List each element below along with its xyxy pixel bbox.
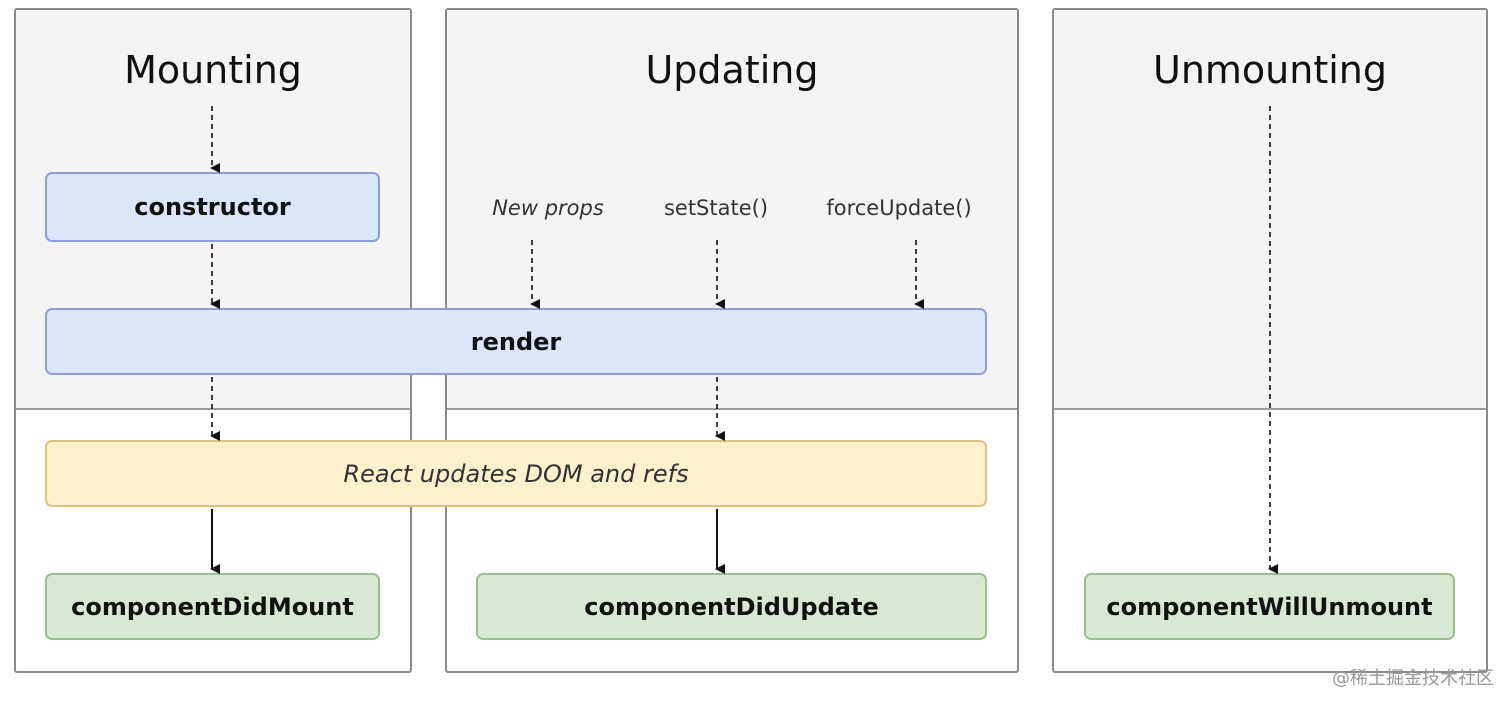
updating-title: Updating (645, 48, 819, 92)
watermark: @稀土掘金技术社区 (1332, 668, 1494, 689)
new-props-trigger: New props (492, 196, 604, 220)
constructor-box: constructor (45, 172, 380, 242)
component-did-update-box: componentDidUpdate (476, 573, 987, 640)
dom-update-box: React updates DOM and refs (45, 440, 987, 507)
forceupdate-trigger: forceUpdate() (826, 196, 972, 220)
render-box: render (45, 308, 987, 375)
setstate-trigger: setState() (663, 196, 769, 220)
component-did-mount-box: componentDidMount (45, 573, 380, 640)
mounting-title: Mounting (124, 48, 302, 92)
component-will-unmount-box: componentWillUnmount (1084, 573, 1455, 640)
unmounting-title: Unmounting (1153, 48, 1387, 92)
